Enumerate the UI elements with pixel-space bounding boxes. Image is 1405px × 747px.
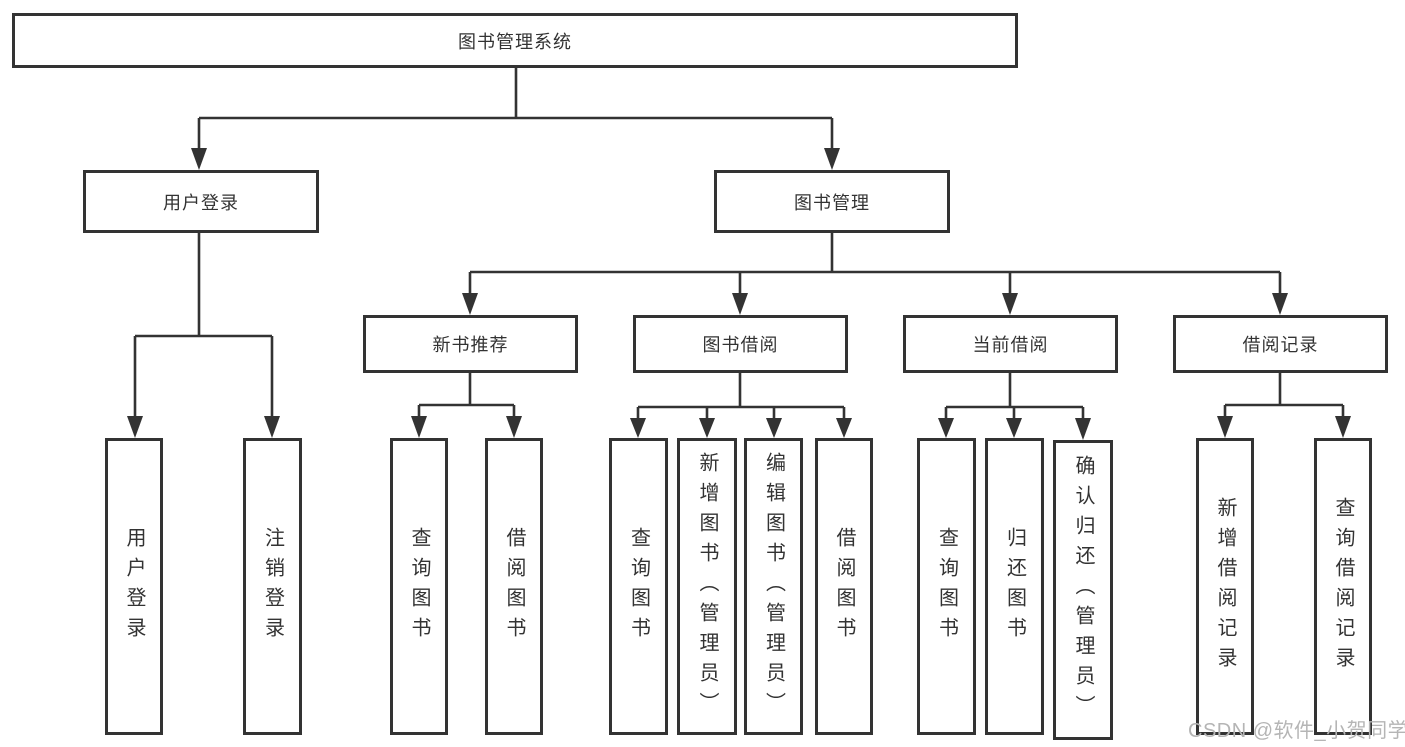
arrow-down-icon (1006, 418, 1022, 438)
arrow-down-icon (462, 293, 478, 315)
node-label: 用户登录 (163, 192, 239, 213)
arrow-down-icon (1002, 293, 1018, 315)
leaf-label: 新增借阅记录 (1214, 496, 1236, 677)
leaf-label: 确认归还（管理员） (1072, 455, 1094, 725)
arrow-down-icon (630, 418, 646, 438)
leaf-label: 编辑图书（管理员） (762, 451, 785, 722)
node-borrow-records: 借阅记录 (1173, 315, 1388, 373)
leaf-logout: 注销登录 (243, 438, 302, 735)
node-label: 图书借阅 (702, 335, 779, 355)
leaf-borrow-book: 借阅图书 (815, 438, 873, 735)
arrow-down-icon (411, 416, 427, 438)
leaf-query-book: 查询图书 (917, 438, 976, 735)
leaf-add-borrow-record: 新增借阅记录 (1196, 438, 1254, 735)
arrow-down-icon (732, 293, 748, 315)
leaf-label: 归还图书 (1003, 526, 1026, 647)
connector (468, 233, 1282, 295)
node-root: 图书管理系统 (12, 13, 1018, 68)
connector (636, 373, 846, 420)
arrow-down-icon (1272, 293, 1288, 315)
leaf-label: 查询图书 (935, 526, 958, 647)
leaf-label: 查询借阅记录 (1332, 496, 1354, 677)
connector (417, 373, 516, 418)
arrow-down-icon (127, 416, 143, 438)
leaf-query-borrow-record: 查询借阅记录 (1314, 438, 1372, 735)
arrow-down-icon (824, 148, 840, 170)
arrow-down-icon (1217, 416, 1233, 438)
leaf-label: 借阅图书 (503, 526, 525, 647)
watermark: CSDN @软件_小贺同学 (1188, 720, 1405, 742)
arrow-down-icon (506, 416, 522, 438)
node-new-book-recommend: 新书推荐 (363, 315, 578, 373)
node-book-management: 图书管理 (714, 170, 950, 233)
leaf-query-book: 查询图书 (609, 438, 668, 735)
node-label: 图书管理系统 (458, 31, 572, 52)
arrow-down-icon (938, 418, 954, 438)
arrow-down-icon (264, 416, 280, 438)
arrow-down-icon (836, 418, 852, 438)
connector (1223, 373, 1345, 418)
leaf-user-login: 用户登录 (105, 438, 163, 735)
leaf-label: 查询图书 (408, 526, 430, 647)
leaf-add-book-admin: 新增图书（管理员） (677, 438, 737, 735)
connector (197, 68, 834, 150)
connector (133, 233, 274, 418)
node-label: 图书管理 (794, 192, 870, 213)
arrow-down-icon (699, 418, 715, 438)
arrow-down-icon (1335, 416, 1351, 438)
connector (944, 373, 1085, 420)
leaf-confirm-return-admin: 确认归还（管理员） (1053, 440, 1113, 740)
arrow-down-icon (766, 418, 782, 438)
node-label: 借阅记录 (1242, 335, 1319, 355)
leaf-label: 借阅图书 (833, 526, 855, 647)
node-current-borrow: 当前借阅 (903, 315, 1118, 373)
node-label: 当前借阅 (972, 335, 1049, 355)
node-book-borrow: 图书借阅 (633, 315, 848, 373)
arrow-down-icon (1075, 418, 1091, 440)
leaf-label: 用户登录 (123, 526, 145, 647)
leaf-label: 查询图书 (627, 526, 650, 647)
node-label: 新书推荐 (432, 335, 509, 355)
arrow-down-icon (191, 148, 207, 170)
leaf-return-book: 归还图书 (985, 438, 1044, 735)
leaf-edit-book-admin: 编辑图书（管理员） (744, 438, 803, 735)
node-user-login: 用户登录 (83, 170, 319, 233)
leaf-borrow-book: 借阅图书 (485, 438, 543, 735)
leaf-label: 新增图书（管理员） (696, 451, 718, 722)
leaf-query-book: 查询图书 (390, 438, 448, 735)
leaf-label: 注销登录 (261, 526, 284, 647)
